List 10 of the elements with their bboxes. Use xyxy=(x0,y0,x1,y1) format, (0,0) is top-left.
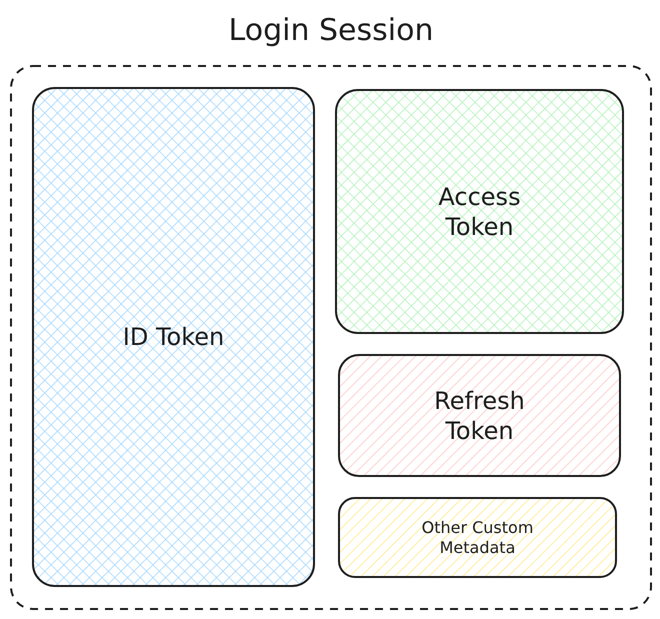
group-title: Login Session xyxy=(228,12,434,50)
box-label: Other Custom Metadata xyxy=(420,518,534,558)
token-box xyxy=(335,89,624,334)
box-label: Access Token xyxy=(437,182,522,242)
token-box xyxy=(338,497,617,578)
token-box xyxy=(338,354,621,477)
token-box xyxy=(32,87,315,587)
box-label: Refresh Token xyxy=(433,386,526,446)
dashed-group-box xyxy=(10,65,652,610)
box-label: ID Token xyxy=(122,322,226,352)
